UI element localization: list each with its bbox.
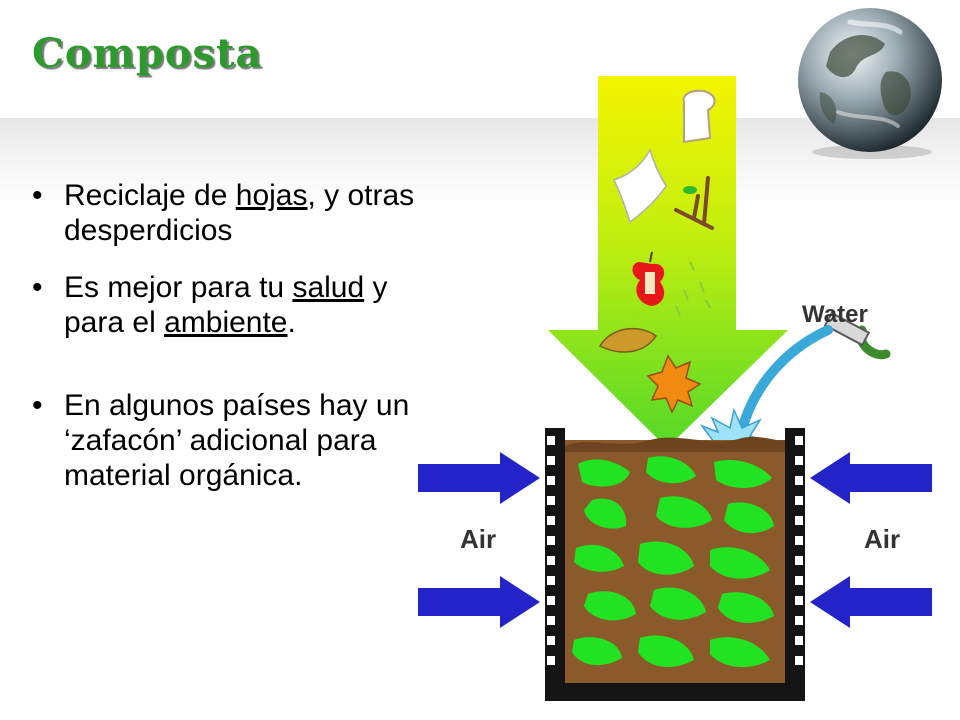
hose-nozzle bbox=[823, 311, 871, 347]
salud-link[interactable]: salud bbox=[292, 271, 365, 304]
air-right-label: Air bbox=[864, 524, 900, 554]
bullet-text: . bbox=[287, 306, 296, 339]
water-stream bbox=[737, 325, 833, 435]
maple-leaf-icon bbox=[646, 354, 702, 414]
bullet-text: En algunos países hay un ‘zafacón’ adici… bbox=[64, 389, 410, 492]
bin-right-slats bbox=[795, 436, 803, 665]
water-label: Water bbox=[802, 301, 868, 328]
hojas-link[interactable]: hojas bbox=[235, 179, 308, 212]
air-arrow-left-bottom bbox=[418, 576, 540, 628]
apple-core-icon bbox=[632, 251, 665, 306]
compost-diagram: Water Air Air bbox=[418, 76, 932, 701]
bullet-text: Reciclaje de bbox=[64, 179, 236, 212]
leaf-icon bbox=[598, 327, 658, 353]
bullet-item: Reciclaje de hojas, y otras desperdicios bbox=[30, 178, 430, 248]
bin-left-slats bbox=[547, 436, 555, 665]
air-left-label: Air bbox=[460, 524, 496, 554]
bullet-text: , y otras desperdicios bbox=[64, 179, 415, 247]
air-arrow-left-top bbox=[418, 452, 540, 504]
crumb-lines bbox=[675, 261, 711, 317]
slide-title: Composta bbox=[32, 30, 263, 77]
paper-icon bbox=[612, 148, 667, 224]
bullet-list: Reciclaje de hojas, y otras desperdicios… bbox=[30, 178, 430, 493]
compost-bin bbox=[545, 428, 805, 701]
twig-icon bbox=[674, 176, 714, 230]
materials-down-arrow bbox=[548, 76, 788, 448]
bullet-text: y para el bbox=[64, 271, 388, 339]
bullet-item: Es mejor para tu salud y para el ambient… bbox=[30, 270, 430, 340]
globe-icon bbox=[798, 8, 942, 159]
air-arrow-right-bottom bbox=[810, 576, 932, 628]
ambiente-link[interactable]: ambiente bbox=[164, 306, 288, 339]
bread-slice-icon bbox=[682, 89, 716, 144]
bullet-text: Es mejor para tu bbox=[64, 271, 293, 304]
bullet-item: En algunos países hay un ‘zafacón’ adici… bbox=[30, 388, 430, 493]
compost-green-patches bbox=[572, 456, 774, 668]
air-arrow-right-top bbox=[810, 452, 932, 504]
